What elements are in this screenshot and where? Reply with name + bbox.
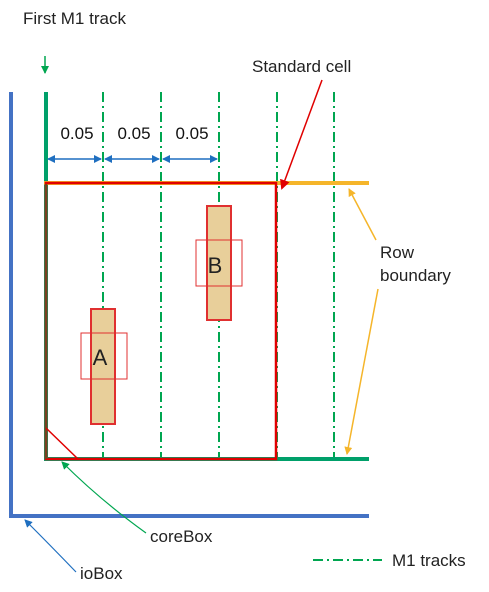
pin-a: A <box>80 308 128 425</box>
label-first-m1-track: First M1 track <box>23 9 126 28</box>
iobox-boundary <box>9 92 369 518</box>
pitch-label-2: 0.05 <box>117 124 150 143</box>
row-boundary-arrow-top <box>348 188 377 241</box>
standard-cell-arrow <box>280 79 323 190</box>
pitch-label-3: 0.05 <box>175 124 208 143</box>
row-boundary-arrow-bottom <box>344 288 379 455</box>
pin-b: B <box>195 205 243 321</box>
standard-cell <box>44 181 278 461</box>
legend: M1 tracks <box>313 551 466 570</box>
legend-m1-tracks-label: M1 tracks <box>392 551 466 570</box>
label-row-boundary-1: Row <box>380 243 415 262</box>
iobox-arrow <box>24 519 77 573</box>
label-iobox: ioBox <box>80 564 123 583</box>
pin-b-label: B <box>208 253 223 278</box>
pitch-label-1: 0.05 <box>60 124 93 143</box>
label-corebox: coreBox <box>150 527 213 546</box>
label-row-boundary-2: boundary <box>380 266 451 285</box>
pitch-dimensions: 0.05 0.05 0.05 <box>47 124 218 163</box>
label-standard-cell: Standard cell <box>252 57 351 76</box>
cell-origin-mark <box>45 427 79 460</box>
pin-a-label: A <box>93 345 108 370</box>
corebox-arrow <box>61 461 147 534</box>
